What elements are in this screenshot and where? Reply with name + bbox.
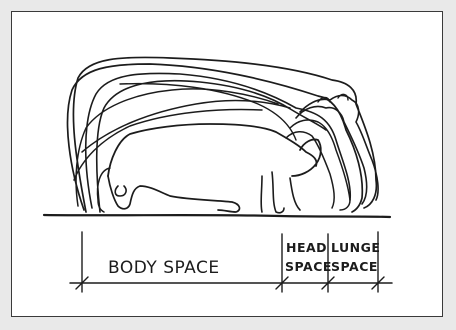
cow-belly-legs bbox=[108, 176, 239, 212]
head-space-label-line1: HEAD bbox=[286, 240, 327, 255]
cow-udder bbox=[115, 186, 126, 196]
lunge-space-label-line2: SPACE bbox=[331, 259, 378, 274]
head-stretch-outlines bbox=[286, 94, 378, 210]
cow-front-legs bbox=[261, 172, 300, 213]
cow-back-outline bbox=[108, 124, 317, 176]
head-space-label-line2: SPACE bbox=[285, 259, 332, 274]
ground-line bbox=[44, 215, 390, 217]
body-space-label: BODY SPACE bbox=[108, 258, 220, 278]
lunge-space-label-line1: LUNGE bbox=[331, 240, 380, 255]
